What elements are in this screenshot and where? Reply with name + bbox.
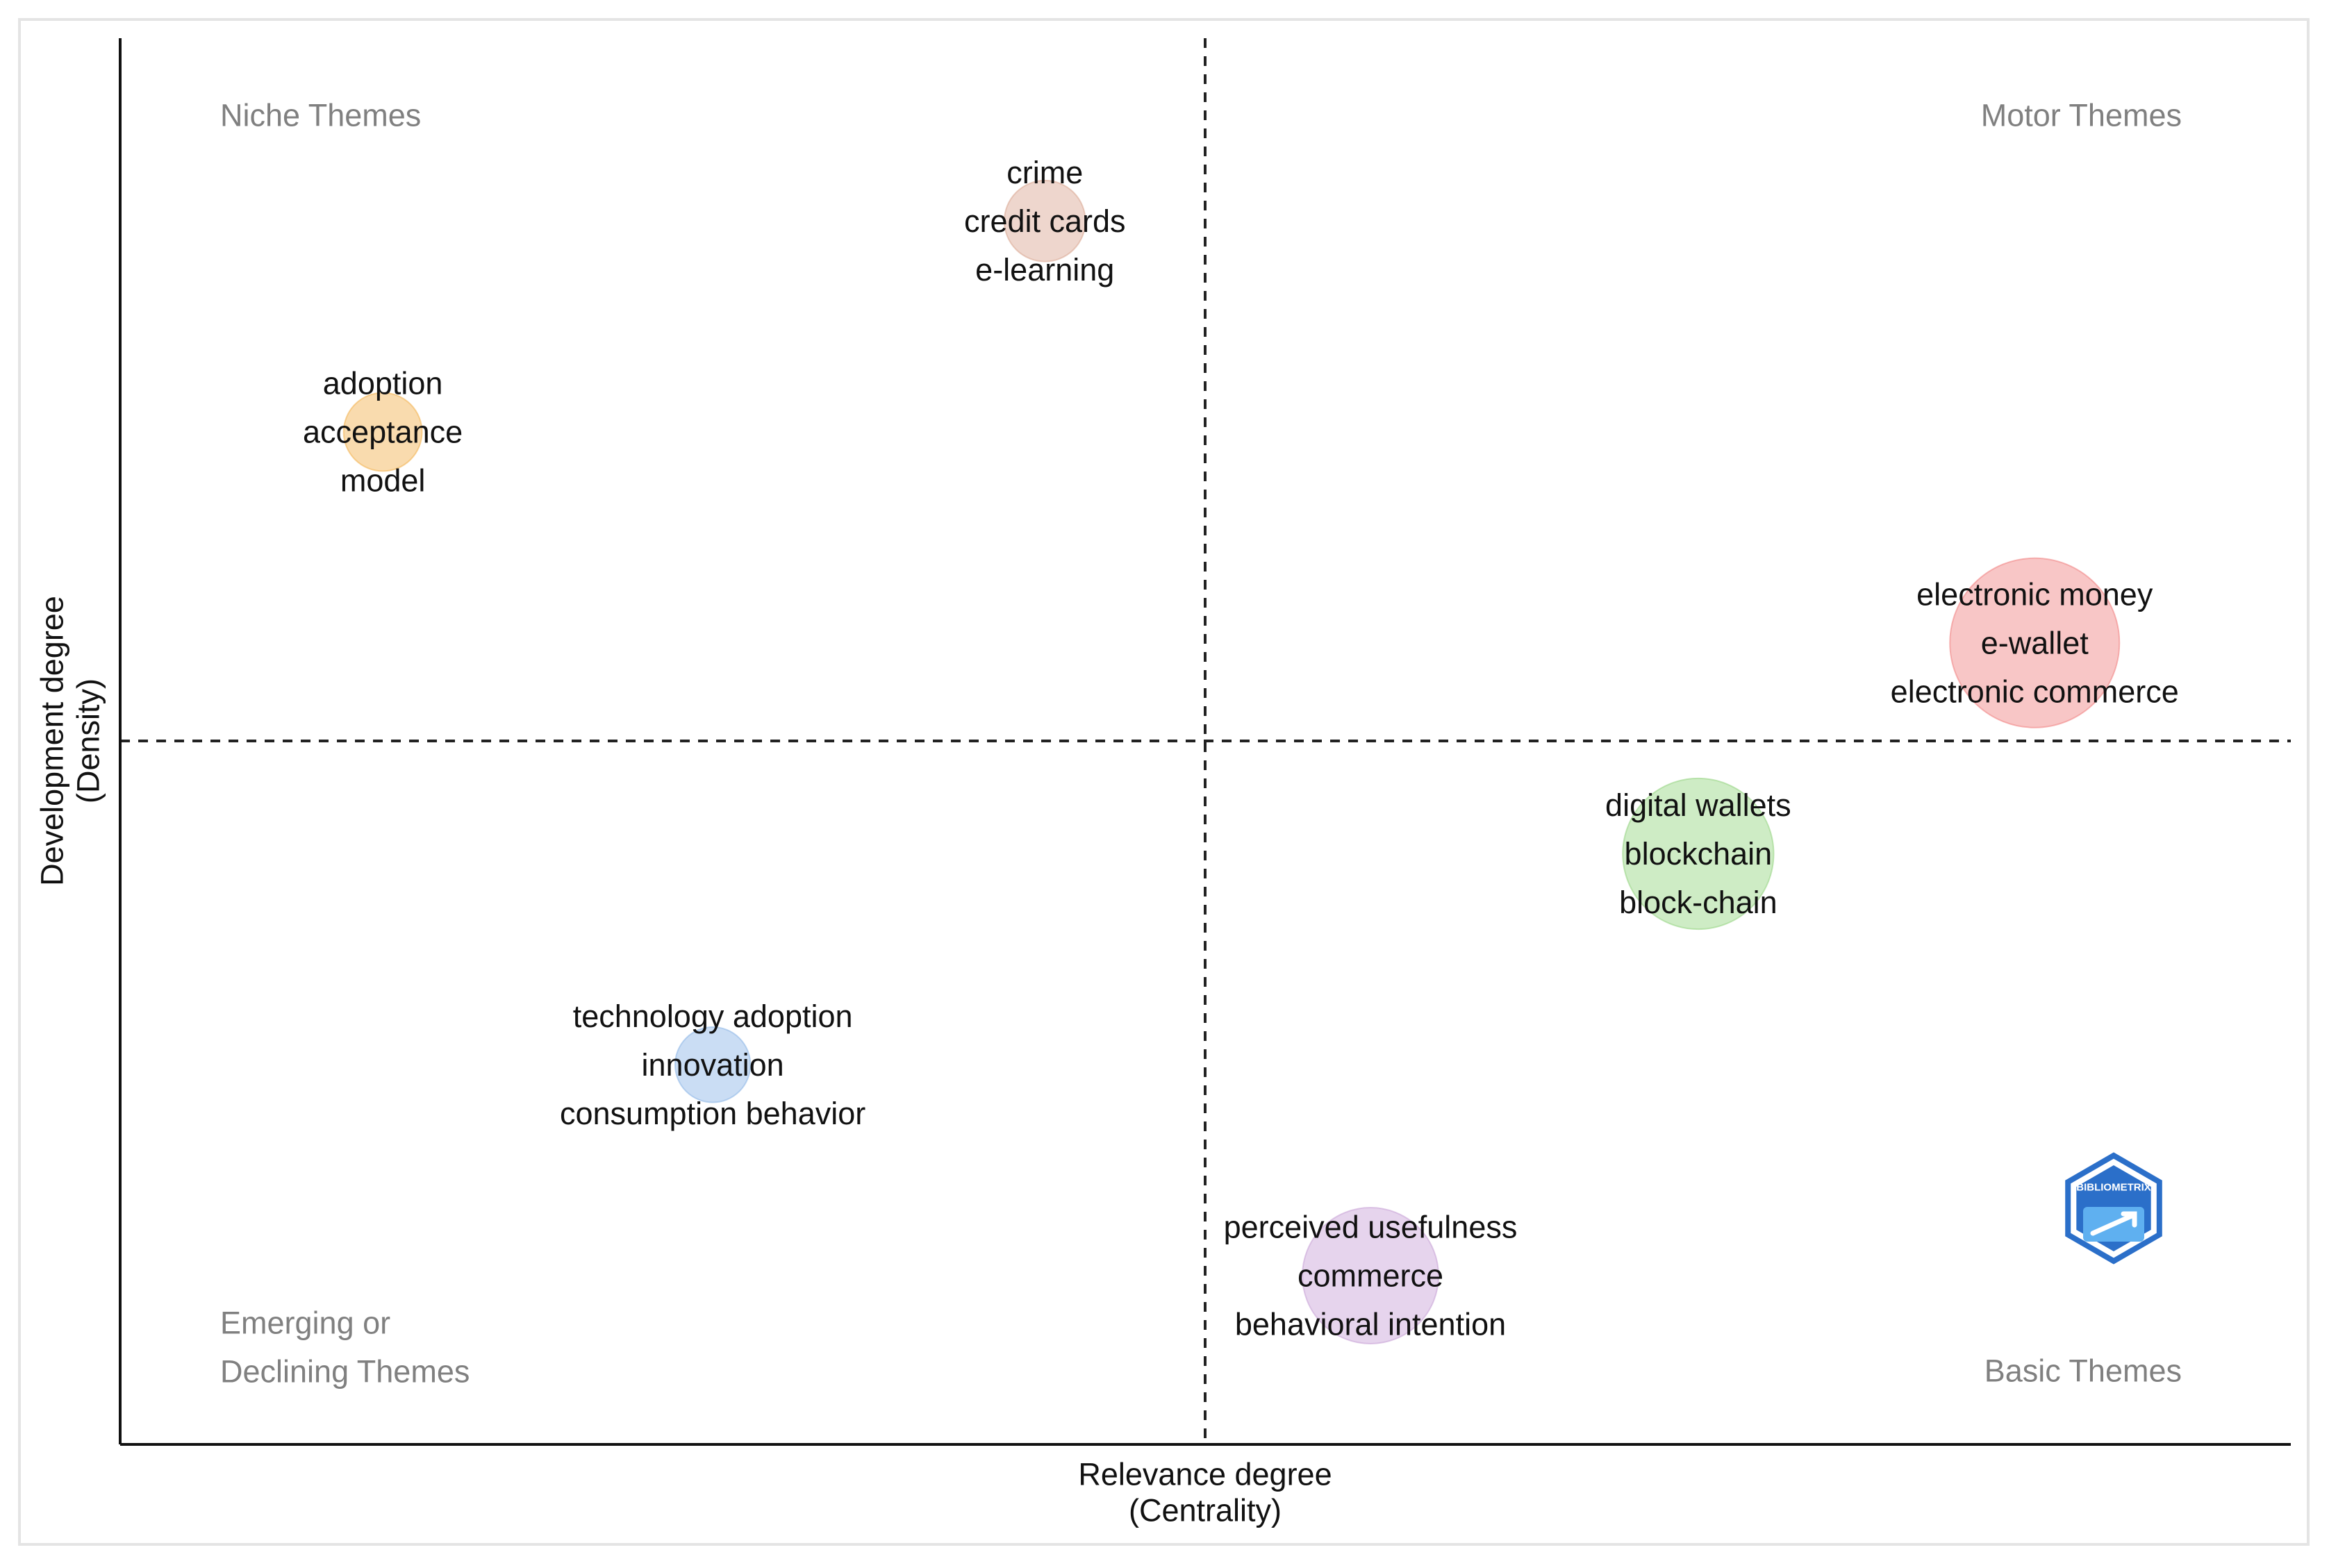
- chart-frame: [18, 18, 2310, 1546]
- cluster-label-electronic-money: e-wallet: [1981, 625, 2089, 660]
- bubbles-layer: [342, 179, 2121, 1344]
- cluster-label-digital-wallets: blockchain: [1625, 836, 1773, 871]
- cluster-bubble-electronic-money: [1949, 557, 2121, 728]
- cluster-bubble-crime: [1003, 179, 1086, 262]
- cluster-label-crime: credit cards: [964, 203, 1126, 239]
- y-axis-title: Development degree: [35, 596, 70, 886]
- bibliometrix-logo: BIBLIOMETRIX: [2065, 1152, 2162, 1265]
- cluster-bubble-adoption: [342, 392, 423, 472]
- logo-text: BIBLIOMETRIX: [2076, 1182, 2151, 1194]
- cluster-label-technology-adoption: innovation: [642, 1047, 784, 1083]
- quadrant-label-emerging: Emerging or: [220, 1306, 390, 1341]
- quadrant-label-niche: Niche Themes: [220, 98, 421, 133]
- x-axis-title: Relevance degree: [1078, 1457, 1332, 1492]
- cluster-bubble-perceived-usefulness: [1302, 1207, 1439, 1344]
- y-axis-title: (Density): [71, 678, 106, 803]
- quadrant-label-emerging: Declining Themes: [220, 1354, 470, 1390]
- cluster-label-perceived-usefulness: perceived usefulness: [1224, 1210, 1518, 1245]
- cluster-label-perceived-usefulness: commerce: [1298, 1258, 1443, 1294]
- cluster-label-electronic-money: electronic money: [1916, 576, 2153, 612]
- cluster-label-digital-wallets: digital wallets: [1605, 787, 1791, 823]
- cluster-label-technology-adoption: consumption behavior: [560, 1096, 865, 1131]
- logo-arrow-icon: [2090, 1211, 2137, 1236]
- cluster-label-adoption: adoption: [323, 366, 443, 401]
- cluster-label-crime: e-learning: [975, 252, 1114, 287]
- cluster-label-electronic-money: electronic commerce: [1891, 674, 2179, 709]
- cluster-bubble-digital-wallets: [1622, 777, 1775, 931]
- quadrant-label-basic: Basic Themes: [1984, 1353, 2182, 1389]
- x-axis-title: (Centrality): [1129, 1493, 1282, 1528]
- cluster-label-technology-adoption: technology adoption: [573, 999, 853, 1034]
- cluster-bubble-technology-adoption: [674, 1026, 752, 1103]
- quadrant-dividers: [120, 38, 2291, 1444]
- axes: [119, 38, 2291, 1446]
- cluster-label-adoption: acceptance: [303, 415, 463, 450]
- cluster-label-adoption: model: [340, 463, 426, 499]
- quadrant-label-motor: Motor Themes: [1981, 98, 2182, 133]
- cluster-label-crime: crime: [1006, 155, 1083, 190]
- cluster-label-digital-wallets: block-chain: [1619, 885, 1777, 920]
- y-axis-title-group: Development degree(Density): [35, 596, 106, 886]
- cluster-label-perceived-usefulness: behavioral intention: [1235, 1307, 1506, 1342]
- labels-layer: crime credit cards e-learning adoption accep…: [35, 98, 2182, 1528]
